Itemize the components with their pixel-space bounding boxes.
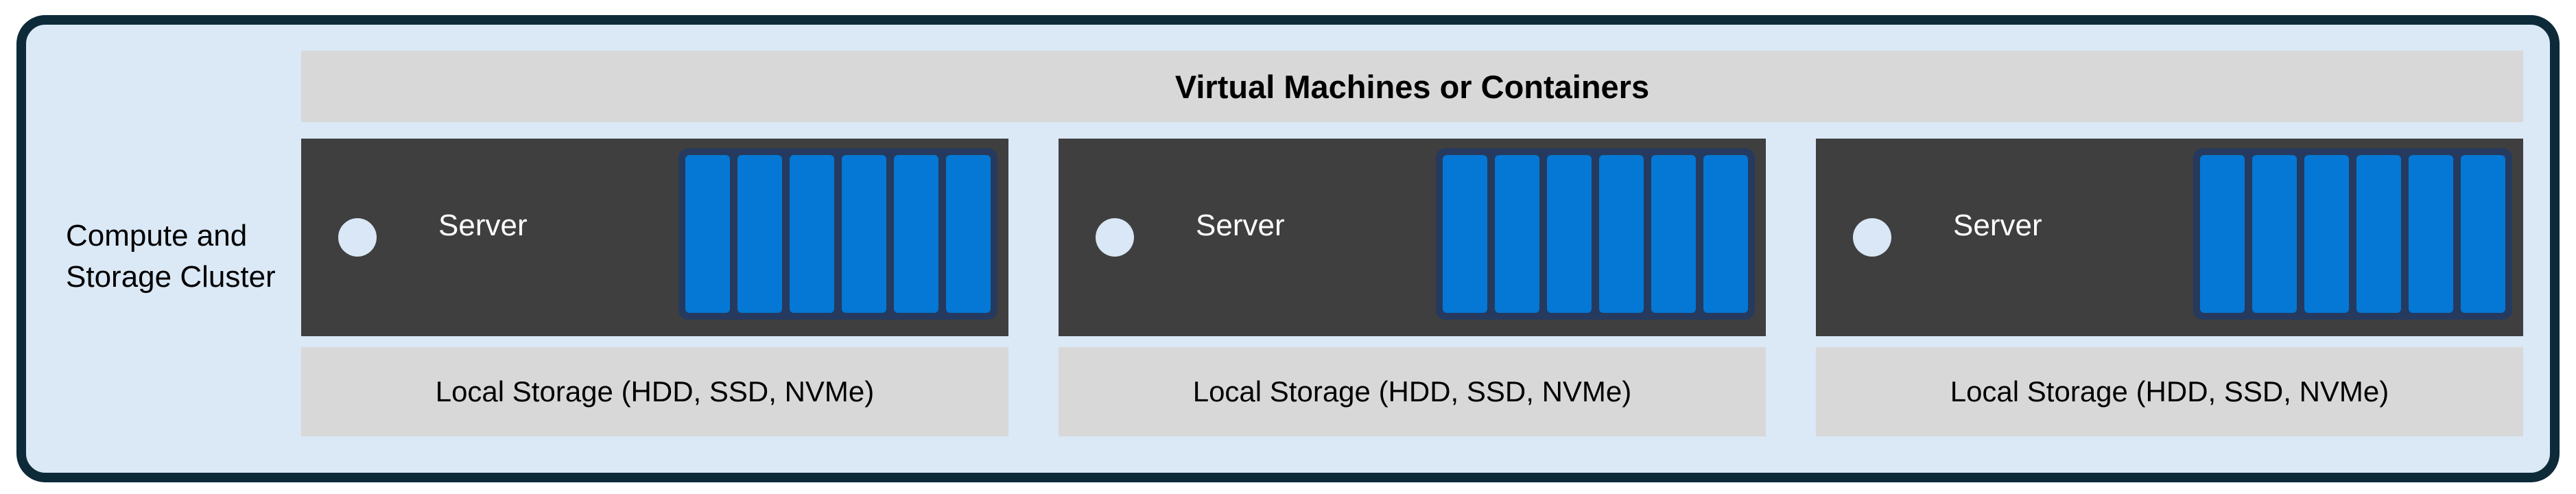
- local-storage-label: Local Storage (HDD, SSD, NVMe): [1950, 375, 2389, 408]
- server-label: Server: [438, 209, 528, 242]
- server-box-3: Server: [1816, 139, 2523, 336]
- disk-bar: [1599, 155, 1644, 313]
- disk-bar: [2409, 155, 2453, 313]
- server-box-1: Server: [301, 139, 1008, 336]
- disk-bar: [737, 155, 782, 313]
- local-storage-panel-3: Local Storage (HDD, SSD, NVMe): [1816, 347, 2523, 436]
- disk-bar: [2252, 155, 2297, 313]
- storage-row: Local Storage (HDD, SSD, NVMe) Local Sto…: [301, 347, 2523, 436]
- vm-containers-banner: Virtual Machines or Containers: [301, 51, 2523, 122]
- disk-bar: [2461, 155, 2505, 313]
- disk-bar: [894, 155, 938, 313]
- power-led-icon: [1853, 218, 1891, 257]
- disk-bar: [685, 155, 730, 313]
- disk-bar: [2356, 155, 2401, 313]
- server-label: Server: [1953, 209, 2042, 242]
- cluster-label: Compute and Storage Cluster: [66, 215, 320, 298]
- local-storage-panel-2: Local Storage (HDD, SSD, NVMe): [1059, 347, 1766, 436]
- disk-bar: [1651, 155, 1696, 313]
- local-storage-label: Local Storage (HDD, SSD, NVMe): [435, 375, 875, 408]
- server-box-2: Server: [1059, 139, 1766, 336]
- vm-containers-banner-label: Virtual Machines or Containers: [1174, 68, 1650, 105]
- power-led-icon: [1096, 218, 1134, 257]
- power-led-icon: [338, 218, 377, 257]
- disk-bar: [1443, 155, 1487, 313]
- local-storage-label: Local Storage (HDD, SSD, NVMe): [1192, 375, 1632, 408]
- cluster-label-line2: Storage Cluster: [66, 260, 276, 294]
- cluster-label-line1: Compute and: [66, 219, 248, 252]
- cluster-container: Compute and Storage Cluster Virtual Mach…: [16, 15, 2560, 482]
- disk-bar: [1547, 155, 1592, 313]
- disk-bar: [2304, 155, 2349, 313]
- server-label: Server: [1196, 209, 1285, 242]
- disk-bar: [1703, 155, 1748, 313]
- disk-bar: [842, 155, 886, 313]
- disk-array: [1436, 148, 1755, 320]
- local-storage-panel-1: Local Storage (HDD, SSD, NVMe): [301, 347, 1008, 436]
- disk-bar: [946, 155, 991, 313]
- disk-bar: [790, 155, 834, 313]
- cluster-grid: Virtual Machines or Containers Server Se…: [301, 25, 2523, 473]
- disk-bar: [1495, 155, 1539, 313]
- disk-bar: [2200, 155, 2245, 313]
- disk-array: [2193, 148, 2512, 320]
- disk-array: [678, 148, 997, 320]
- server-row: Server Server Server: [301, 139, 2523, 336]
